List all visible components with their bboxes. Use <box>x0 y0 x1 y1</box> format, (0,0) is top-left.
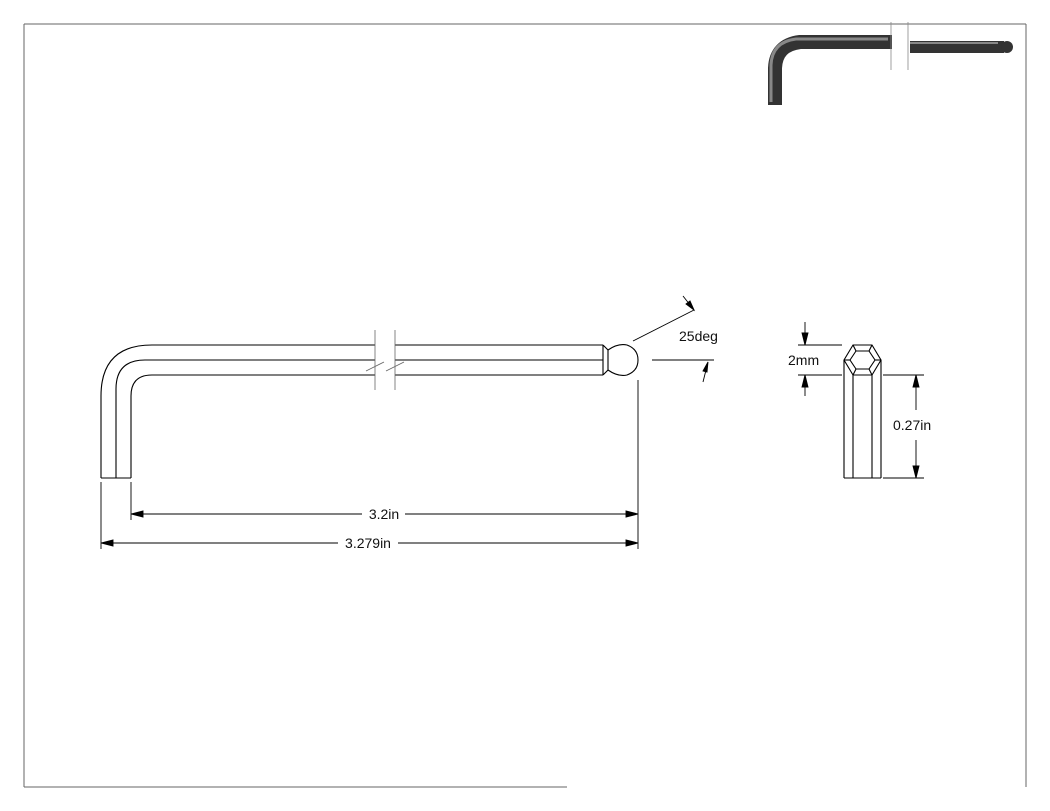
sheet-frame <box>23 23 1027 788</box>
break-marks <box>365 330 405 390</box>
hex-key-front-view <box>100 344 639 479</box>
dimension-length-inner <box>130 380 639 549</box>
dimension-length-overall <box>100 482 639 549</box>
dimension-ball-angle <box>632 295 714 383</box>
label-length-inner: 3.2in <box>369 506 399 522</box>
label-short-arm: 0.27in <box>893 417 931 433</box>
label-length-overall: 3.279in <box>345 535 391 551</box>
dimension-short-arm <box>883 374 924 479</box>
label-ball-angle: 25deg <box>679 328 718 344</box>
label-hex-size: 2mm <box>788 352 819 368</box>
isometric-view <box>768 22 1013 105</box>
hex-key-side-view <box>843 344 882 479</box>
dimension-hex-size <box>798 322 842 396</box>
